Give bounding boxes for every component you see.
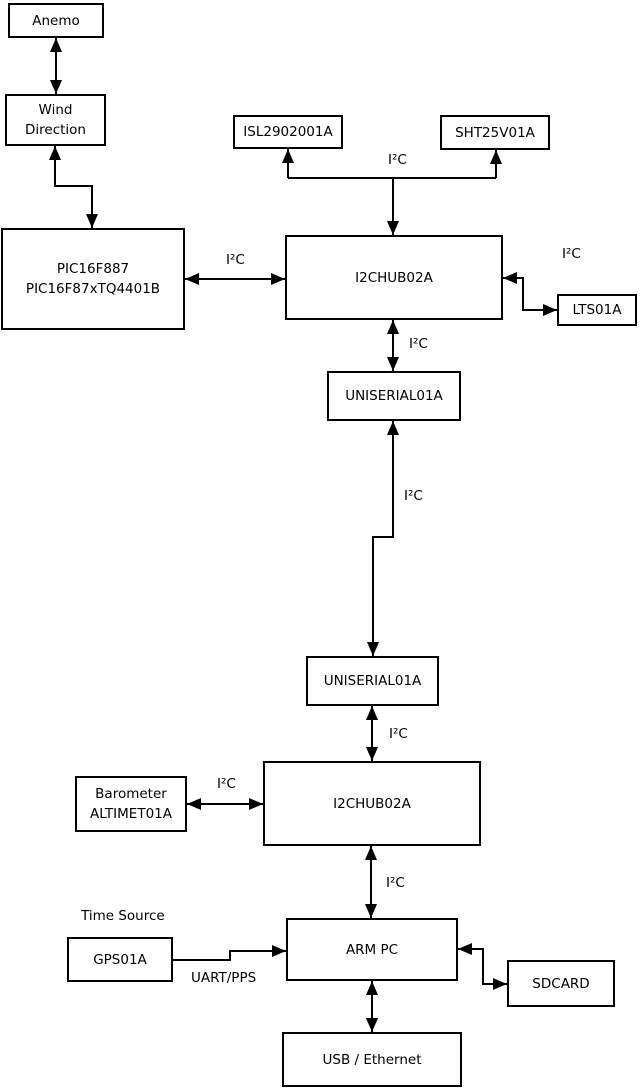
node-gps01a: GPS01A xyxy=(67,937,173,982)
edge-winddirection-pic xyxy=(49,146,98,228)
edge-label-i2c-hub2-armpc: I²C xyxy=(386,875,405,891)
edge-label-uart-pps: UART/PPS xyxy=(191,970,257,986)
node-arm-pc: ARM PC xyxy=(286,918,458,981)
node-uniserial01a-2: UNISERIAL01A xyxy=(306,656,439,706)
node-anemo: Anemo xyxy=(8,3,104,38)
node-isl2902001a: ISL2902001A xyxy=(233,115,343,149)
node-i2chub02a-1: I2CHUB02A xyxy=(285,235,503,320)
edge-uniserial1-uniserial2 xyxy=(367,421,399,656)
node-barometer: Barometer ALTIMET01A xyxy=(75,776,187,832)
annotation-time-source: Time Source xyxy=(81,908,165,924)
edge-label-i2c-branch: I²C xyxy=(388,152,407,168)
edge-label-i2c-hub1-uniserial1: I²C xyxy=(409,336,428,352)
node-i2chub02a-2: I2CHUB02A xyxy=(263,761,481,846)
edge-label-i2c-pic-hub1: I²C xyxy=(226,252,245,268)
node-usb-ethernet: USB / Ethernet xyxy=(282,1032,462,1087)
edge-label-i2c-uniserial-link: I²C xyxy=(404,488,423,504)
node-pic16f887: PIC16F887 PIC16F87xTQ4401B xyxy=(1,228,185,330)
edge-label-i2c-barometer-hub2: I²C xyxy=(217,776,236,792)
node-lts01a: LTS01A xyxy=(557,294,637,326)
node-uniserial01a-1: UNISERIAL01A xyxy=(327,371,461,421)
edge-label-i2c-hub1-lts: I²C xyxy=(562,246,581,262)
node-wind-direction: Wind Direction xyxy=(5,94,106,146)
edge-i2chub1-lts01a xyxy=(503,272,557,316)
edge-gps-armpc xyxy=(173,945,286,961)
edge-armpc-sdcard xyxy=(458,943,507,990)
node-sdcard: SDCARD xyxy=(507,960,615,1007)
edge-label-i2c-uniserial2-hub2: I²C xyxy=(389,726,408,742)
node-sht25v01a: SHT25V01A xyxy=(440,115,550,150)
